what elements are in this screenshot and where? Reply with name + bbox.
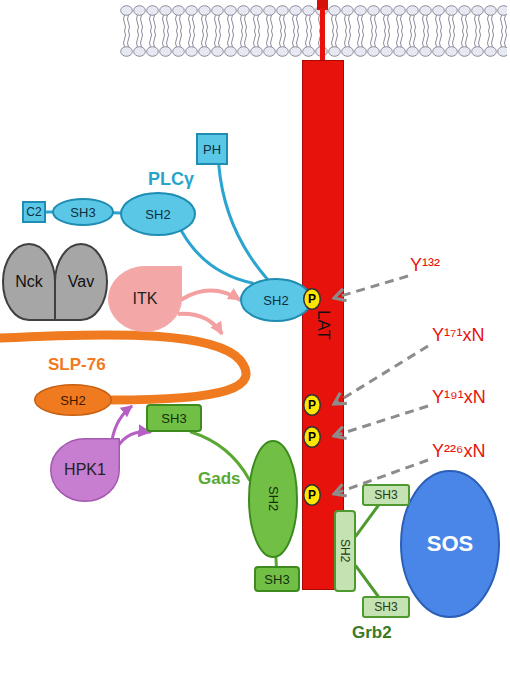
- sh3-domain: SH3: [52, 198, 114, 226]
- node-text: SH2: [263, 294, 288, 307]
- phospho-site: P: [303, 484, 321, 506]
- shape-outline: [401, 471, 499, 617]
- protein-name: PLCγ: [148, 170, 194, 188]
- sh2-domain: SH2: [334, 510, 356, 592]
- sh2-domain: SH2: [34, 384, 112, 416]
- site-pointer: [334, 346, 428, 404]
- shape-outline: [51, 439, 120, 502]
- sh3-domain: SH3: [254, 566, 300, 592]
- linker-line: [182, 231, 253, 283]
- residue-label: Y¹⁹¹xN: [432, 388, 486, 406]
- itk-kinase: ITK: [108, 266, 182, 332]
- site-pointer: [334, 406, 428, 436]
- shape-outline: [304, 289, 321, 310]
- phospho-site: P: [303, 288, 321, 310]
- shape-outline: [304, 395, 321, 416]
- c2-domain: C2: [22, 201, 46, 223]
- shape-outline: [304, 485, 321, 506]
- nck-protein: Nck: [2, 243, 56, 321]
- node-text: SH3: [161, 412, 186, 425]
- sh3-domain: SH3: [362, 484, 410, 506]
- shape-outline: [109, 267, 182, 332]
- sh3-domain: SH3: [146, 404, 202, 432]
- linker-line: [356, 566, 378, 596]
- node-text: SH3: [264, 573, 289, 586]
- sos-protein: SOS: [400, 470, 500, 618]
- linker-line: [356, 506, 378, 536]
- node-text: PH: [203, 143, 221, 156]
- node-text: SH2: [145, 208, 170, 221]
- node-text: Vav: [68, 274, 94, 290]
- itk-arrow: [178, 314, 222, 334]
- vav-protein: Vav: [54, 243, 108, 321]
- hpk1-kinase: HPK1: [50, 438, 120, 502]
- residue-label: Y²²⁶xN: [432, 442, 485, 460]
- linker-line: [219, 165, 267, 279]
- linker-line: [114, 211, 120, 214]
- shape-outline: [55, 244, 107, 320]
- shape-outline: [35, 385, 112, 416]
- protein-name: Grb2: [352, 624, 392, 641]
- shape-outline: [3, 244, 55, 320]
- phospho-site: P: [303, 426, 321, 448]
- node-text: P: [308, 431, 316, 443]
- node-text: SH2: [60, 394, 85, 407]
- residue-label: Y¹³²: [410, 256, 440, 274]
- node-text: ITK: [133, 291, 158, 307]
- sh2-domain: SH2: [240, 278, 312, 322]
- shape-outline: [53, 199, 113, 225]
- node-text: SOS: [427, 533, 473, 555]
- membrane-bilayer: [120, 4, 507, 58]
- sh2-domain: SH2: [120, 192, 196, 236]
- node-text: SH2: [339, 539, 351, 562]
- shape-outline: [304, 427, 321, 448]
- shape-outline: [249, 441, 297, 557]
- protein-name: Gads: [198, 470, 241, 487]
- node-text: P: [308, 489, 316, 501]
- node-text: LAT: [315, 310, 332, 340]
- node-text: C2: [26, 206, 41, 218]
- activation-arrow: [182, 291, 240, 300]
- node-text: P: [308, 399, 316, 411]
- node-text: SH3: [70, 206, 95, 219]
- node-text: SH3: [374, 489, 397, 501]
- node-text: P: [308, 293, 316, 305]
- transmembrane-segment: [320, 8, 325, 62]
- linker-line: [274, 558, 277, 566]
- node-text: HPK1: [64, 462, 106, 478]
- node-text: SH2: [267, 486, 280, 511]
- node-text: SH3: [374, 601, 397, 613]
- linker-line: [46, 211, 52, 214]
- sh2-domain: SH2: [248, 440, 298, 558]
- site-pointer: [334, 276, 408, 298]
- phospho-site: P: [303, 394, 321, 416]
- protein-name: SLP-76: [48, 356, 106, 373]
- residue-label: Y¹⁷¹xN: [432, 326, 485, 344]
- slp76-chain: [0, 335, 246, 400]
- ph-domain: PH: [196, 133, 228, 165]
- node-text: Nck: [15, 274, 43, 290]
- sh3-domain: SH3: [362, 596, 410, 618]
- shape-outline: [241, 279, 311, 321]
- shape-outline: [121, 193, 195, 235]
